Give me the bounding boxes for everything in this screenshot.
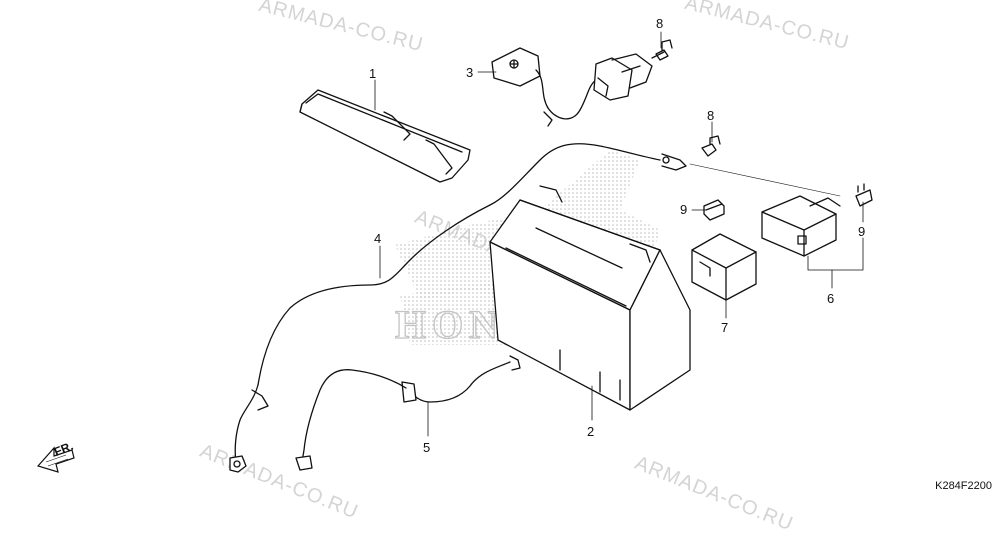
- callout-5: 5: [423, 440, 430, 455]
- diagram-code: K284F2200: [935, 480, 992, 492]
- leader-lines: [374, 31, 864, 437]
- bolt-lower: [701, 135, 721, 157]
- callout-labels: 1 2 3 4 5 6 7 8 8 9 9: [369, 16, 865, 455]
- callout-9-left: 9: [680, 202, 687, 217]
- fuse-box: [761, 195, 841, 257]
- callout-3: 3: [466, 65, 473, 80]
- fuse-left: [703, 199, 725, 221]
- callout-9-right: 9: [858, 224, 865, 239]
- callout-7: 7: [721, 320, 728, 335]
- callout-1: 1: [369, 66, 376, 81]
- parts-diagram: ARMADA-CO.RU ARMADA-CO.RU ARMADA-CO.RU A…: [36, 0, 992, 536]
- battery-band: [299, 89, 471, 183]
- fuse-right: [855, 183, 873, 207]
- callout-4: 4: [374, 231, 381, 246]
- callout-8-upper: 8: [656, 16, 663, 31]
- positive-cable: [295, 355, 521, 471]
- diagram-drawing: HONDA: [36, 16, 873, 473]
- callout-8-lower: 8: [707, 108, 714, 123]
- bolt-upper: [651, 39, 673, 61]
- front-direction-arrow-icon: [36, 446, 75, 473]
- fuse-box-cover: [691, 233, 757, 301]
- negative-cable: [229, 143, 687, 473]
- starter-cable: [491, 47, 653, 127]
- callout-2: 2: [587, 424, 594, 439]
- callout-6: 6: [827, 291, 834, 306]
- battery: [489, 185, 691, 411]
